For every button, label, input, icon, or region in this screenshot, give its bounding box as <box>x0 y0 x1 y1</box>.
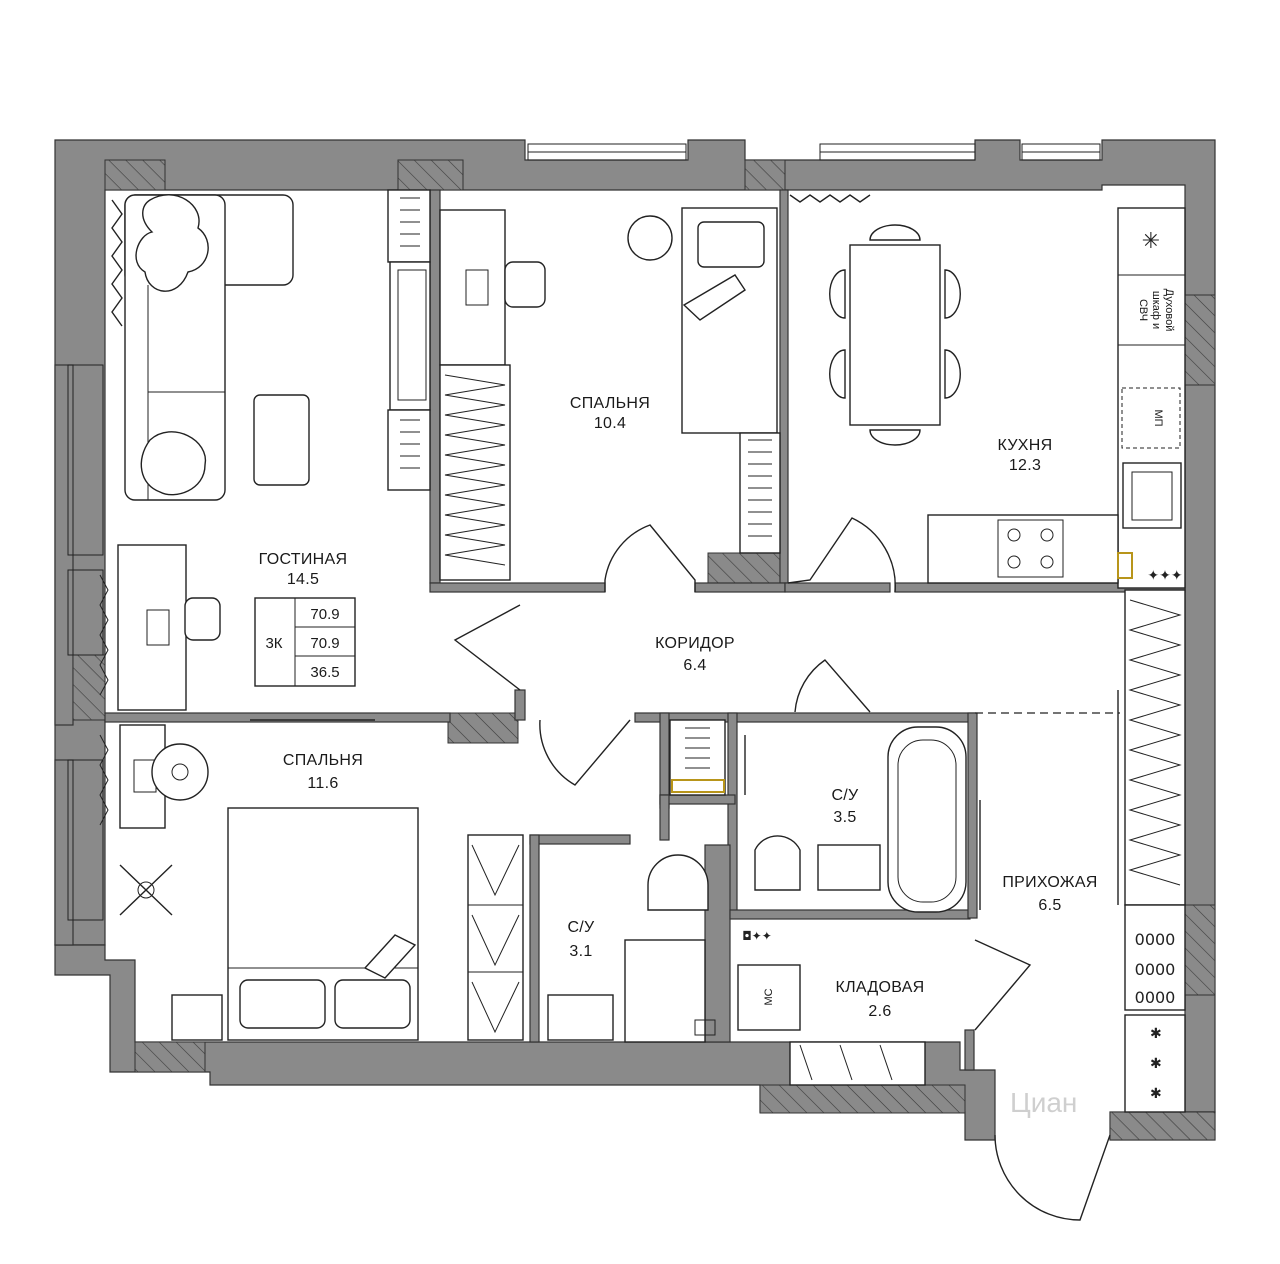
bedroom1-area: 10.4 <box>594 415 626 432</box>
bath2-area: 3.1 <box>569 943 592 960</box>
bedroom1-furniture <box>439 207 781 581</box>
corridor-area: 6.4 <box>683 657 706 674</box>
hangers-icon: 0000 <box>1135 930 1176 949</box>
storage-area: 2.6 <box>868 1003 891 1020</box>
bedroom2-name: СПАЛЬНЯ <box>283 752 363 769</box>
kitchen-furniture: ✳ ✦✦✦ <box>789 194 1186 589</box>
storage-hallway-furniture: ◘✦✦ 0000 0000 0000 ✱ ✱ ✱ <box>737 589 1186 1113</box>
kitchen-name: КУХНЯ <box>998 437 1053 454</box>
oven-label-line2: шкаф и <box>1150 291 1162 329</box>
washer-label: МС <box>763 988 775 1005</box>
star-icon-3: ✱ <box>1150 1086 1162 1102</box>
bedroom1-name: СПАЛЬНЯ <box>570 395 650 412</box>
room-labels: ГОСТИНАЯ 14.5 СПАЛЬНЯ 10.4 КУХНЯ 12.3 КО… <box>259 395 1098 1020</box>
hangers-icon-3: 0000 <box>1135 988 1176 1007</box>
outlet-icon: ◘✦✦ <box>742 929 772 943</box>
bath2-name: С/У <box>567 919 595 936</box>
living-room-name: ГОСТИНАЯ <box>259 551 348 568</box>
storage-name: КЛАДОВАЯ <box>835 979 924 996</box>
dishwasher-label: МП <box>1152 409 1164 426</box>
living-area: 36.5 <box>310 664 339 681</box>
corridor-name: КОРИДОР <box>655 635 735 652</box>
hallway-name: ПРИХОЖАЯ <box>1002 874 1097 891</box>
bathroom-fixtures <box>547 719 981 1043</box>
living-room-area: 14.5 <box>287 571 319 588</box>
kitchen-area: 12.3 <box>1009 457 1041 474</box>
interior-walls <box>104 189 1186 1071</box>
star-icon-1: ✱ <box>1150 1026 1162 1042</box>
bath1-area: 3.5 <box>833 809 856 826</box>
watermark: Циан <box>1010 1087 1077 1118</box>
hallway-area: 6.5 <box>1038 897 1061 914</box>
snowflake-icon: ✳ <box>1142 229 1160 254</box>
oven-label-line1: Духовой <box>1163 289 1175 332</box>
hangers-icon-2: 0000 <box>1135 960 1176 979</box>
star-icon-2: ✱ <box>1150 1056 1162 1072</box>
living-room-furniture <box>99 189 431 711</box>
windows <box>67 143 1101 921</box>
bedroom2-furniture <box>99 719 524 1041</box>
appliance-labels: СВЧ шкаф и Духовой МП МС <box>763 289 1175 1006</box>
bath1-name: С/У <box>831 787 859 804</box>
total-area: 70.9 <box>310 606 339 623</box>
area-summary: 3К 70.9 70.9 36.5 <box>265 606 339 681</box>
total-area-2: 70.9 <box>310 635 339 652</box>
structural-columns <box>72 159 1216 1141</box>
bedroom2-area: 11.6 <box>307 775 338 792</box>
apartment-type: 3К <box>265 635 282 652</box>
doors <box>453 517 1111 1221</box>
sockets-icon: ✦✦✦ <box>1147 568 1182 584</box>
oven-label-line3: СВЧ <box>1137 299 1149 321</box>
